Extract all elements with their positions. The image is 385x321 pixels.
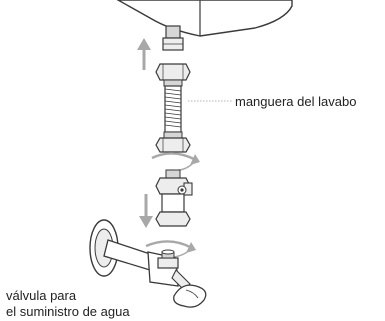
sink-basin xyxy=(116,0,293,37)
faucet-connector xyxy=(162,25,184,51)
water-supply-valve xyxy=(89,219,207,308)
valve-label-line-1: válvula para xyxy=(6,288,77,303)
rotate-arrow-upper xyxy=(151,152,200,171)
valve-label-line-2: el suministro de agua xyxy=(6,304,130,319)
down-arrow xyxy=(139,194,153,228)
compression-fitting xyxy=(155,169,193,227)
sink-hose xyxy=(155,63,191,153)
sink-hose-label: manguera del lavabo xyxy=(235,94,357,109)
water-supply-valve-label: válvula para el suministro de agua xyxy=(6,288,130,320)
up-arrow xyxy=(137,38,151,70)
